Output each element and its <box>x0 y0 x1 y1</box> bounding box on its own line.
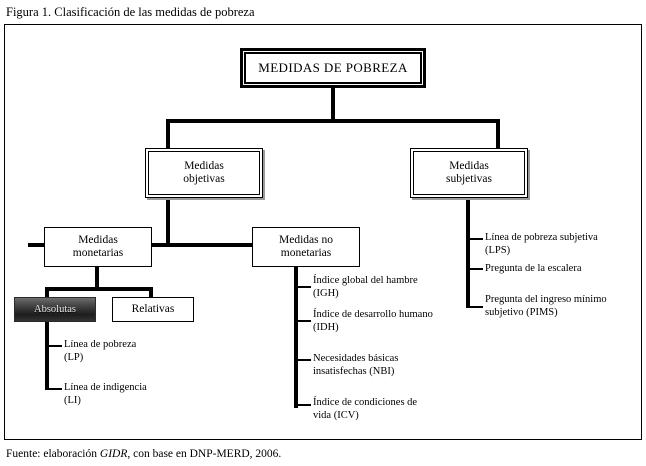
node-subjetivas-inner: Medidas subjetivas <box>413 151 525 195</box>
leaf-indice-desarrollo-humano: Índice de desarrollo humano (IDH) <box>313 309 433 333</box>
source-italic: GIDR <box>99 448 128 460</box>
spine-no-monetarias <box>294 266 298 408</box>
connector-monetarias-down <box>95 266 99 289</box>
node-monetarias-label: Medidas monetarias <box>72 233 124 260</box>
node-absolutas-label: Absolutas <box>34 303 76 315</box>
node-medidas-de-pobreza[interactable]: MEDIDAS DE POBREZA <box>240 48 426 88</box>
figure-source: Fuente: elaboración GIDR, con base en DN… <box>6 447 281 461</box>
stub-escalera <box>470 268 483 270</box>
node-no-monetarias-label: Medidas no monetarias <box>279 233 333 260</box>
connector-root-down <box>331 86 335 119</box>
leaf-necesidades-basicas-insatisfechas: Necesidades básicas insatisfechas (NBI) <box>313 353 399 377</box>
node-objetivas-inner: Medidas objetivas <box>148 151 260 195</box>
spine-subjetivas <box>466 198 470 308</box>
leaf-linea-de-indigencia: Línea de indigencia (LI) <box>64 382 147 406</box>
leaf-pregunta-ingreso-minimo-subjetivo: Pregunta del ingreso mínimo subjetivo (P… <box>485 294 607 318</box>
node-root-label: MEDIDAS DE POBREZA <box>258 60 408 76</box>
connector-objetivas-down <box>166 198 170 245</box>
connector-level2-bar <box>166 119 500 123</box>
leaf-linea-pobreza-subjetiva: Línea de pobreza subjetiva (LPS) <box>485 232 598 256</box>
node-root-inner: MEDIDAS DE POBREZA <box>245 53 421 83</box>
node-medidas-monetarias[interactable]: Medidas monetarias <box>44 227 152 267</box>
stub-pims <box>470 306 483 308</box>
connector-level4-bar <box>45 287 153 291</box>
connector-to-subjetivas <box>496 119 500 149</box>
node-absolutas[interactable]: Absolutas <box>14 297 96 322</box>
connector-level3-bar <box>28 243 276 247</box>
source-suffix: , con base en DNP-MERD, 2006. <box>127 448 282 460</box>
leaf-indice-global-del-hambre: Índice global del hambre (IGH) <box>313 275 418 299</box>
stub-lp <box>49 345 62 347</box>
node-medidas-no-monetarias[interactable]: Medidas no monetarias <box>252 227 360 267</box>
connector-to-objetivas <box>166 119 170 149</box>
node-subjetivas-label: Medidas subjetivas <box>446 159 492 186</box>
figure-caption: Figura 1. Clasificación de las medidas d… <box>6 5 255 19</box>
leaf-pregunta-de-la-escalera: Pregunta de la escalera <box>485 263 582 274</box>
stub-icv <box>298 404 311 406</box>
source-prefix: Fuente: elaboración <box>6 448 100 460</box>
stub-li <box>49 388 62 390</box>
connector-to-relativas <box>149 287 153 300</box>
leaf-linea-de-pobreza: Línea de pobreza (LP) <box>64 339 137 363</box>
stub-lps <box>470 238 483 240</box>
node-objetivas-label: Medidas objetivas <box>183 159 225 186</box>
node-medidas-objetivas[interactable]: Medidas objetivas <box>145 148 263 198</box>
node-medidas-subjetivas[interactable]: Medidas subjetivas <box>410 148 528 198</box>
node-relativas-label: Relativas <box>131 302 175 315</box>
node-relativas[interactable]: Relativas <box>112 297 194 322</box>
leaf-indice-condiciones-de-vida: Índice de condiciones de vida (ICV) <box>313 397 418 421</box>
stub-igh <box>298 286 311 288</box>
connector-to-absolutas <box>45 287 49 300</box>
stub-nbi <box>298 359 311 361</box>
stub-idh <box>298 320 311 322</box>
spine-absolutas <box>45 322 49 390</box>
